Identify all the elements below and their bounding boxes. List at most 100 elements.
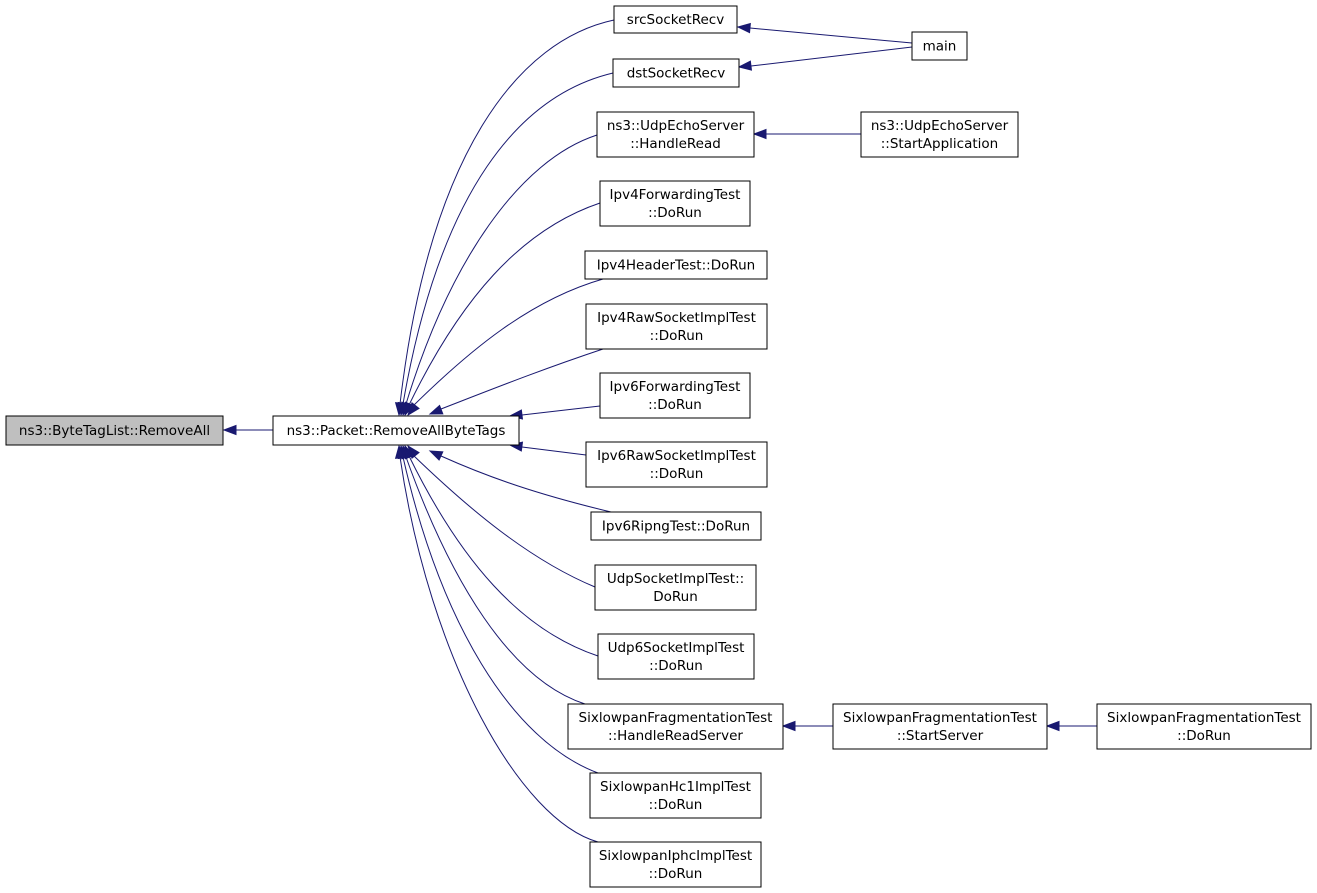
edge-n15-to-n1 (401, 444, 586, 705)
node-label: ns3::Packet::RemoveAllByteTags (287, 423, 506, 439)
node-box (599, 372, 751, 419)
caller-node[interactable]: SixlowpanFragmentationTest::StartServer (832, 703, 1048, 750)
edge-n11-to-n1 (508, 441, 587, 456)
node-label: Ipv4HeaderTest::DoRun (597, 258, 756, 274)
edge-line (521, 405, 601, 416)
edge-line (402, 72, 614, 405)
edge-line (521, 446, 587, 456)
edge-n2-to-n1 (394, 19, 615, 417)
caller-node[interactable]: SixlowpanFragmentationTest::DoRun (1096, 703, 1312, 750)
arrowhead-icon (737, 60, 753, 71)
edge-line (408, 202, 601, 406)
node-box (599, 180, 751, 227)
edge-n17-to-n16 (1045, 720, 1097, 732)
node-label: ::StartApplication (881, 136, 999, 152)
node-label: Udp6SocketImplTest (608, 640, 745, 656)
edge-line (399, 19, 615, 405)
arrowhead-icon (428, 450, 444, 461)
arrowhead-icon (407, 401, 420, 417)
caller-node[interactable]: ns3::UdpEchoServer::StartApplication (860, 111, 1019, 158)
node-label: ns3::UdpEchoServer (607, 118, 745, 134)
node-label: Ipv4RawSocketImplTest (597, 310, 756, 326)
caller-node[interactable]: dstSocketRecv (612, 58, 740, 88)
caller-node[interactable]: Udp6SocketImplTest::DoRun (597, 633, 755, 680)
edge-n1-to-n0 (222, 424, 273, 436)
edge-n19-to-n1 (394, 444, 599, 843)
edge-line (440, 348, 604, 410)
node-label: ::DoRun (648, 397, 702, 413)
arrowhead-icon (752, 128, 767, 140)
caller-node[interactable]: SixlowpanHc1ImplTest::DoRun (589, 772, 762, 819)
arrowhead-icon (781, 720, 796, 732)
arrowhead-icon (222, 424, 237, 436)
node-box (585, 303, 768, 350)
node-label: Ipv6RawSocketImplTest (597, 448, 756, 464)
node-label: Ipv6ForwardingTest (610, 379, 741, 395)
node-label: ::HandleRead (630, 136, 721, 152)
node-box (594, 564, 757, 611)
arrowhead-icon (736, 22, 751, 34)
caller-node[interactable]: SixlowpanFragmentationTest::HandleReadSe… (567, 703, 784, 750)
node-box (584, 250, 768, 280)
node-box (567, 703, 784, 750)
caller-node[interactable]: Ipv4HeaderTest::DoRun (584, 250, 768, 280)
caller-node[interactable]: Ipv6RawSocketImplTest::DoRun (585, 441, 768, 488)
node-label: SixlowpanFragmentationTest (843, 710, 1037, 726)
node-label: srcSocketRecv (627, 12, 724, 28)
node-box (589, 772, 762, 819)
edge-n9-to-n1 (428, 348, 604, 415)
edge-n16-to-n15 (781, 720, 833, 732)
node-label: ::HandleReadServer (608, 728, 743, 744)
node-box (589, 841, 762, 888)
edge-line (405, 456, 586, 705)
caller-node[interactable]: main (911, 31, 968, 61)
node-label: ::StartServer (897, 728, 984, 744)
edge-n10-to-n1 (508, 405, 601, 420)
node-label: SixlowpanFragmentationTest (579, 710, 773, 726)
caller-node[interactable]: SixlowpanIphcImplTest::DoRun (589, 841, 762, 888)
caller-node[interactable]: ns3::UdpEchoServer::HandleRead (596, 111, 755, 158)
node-box (585, 441, 768, 488)
node-box (596, 111, 755, 158)
caller-node[interactable]: Ipv6ForwardingTest::DoRun (599, 372, 751, 419)
node-label: Ipv4ForwardingTest (610, 187, 741, 203)
edge-n4-to-n2 (736, 22, 913, 44)
node-box (590, 511, 762, 541)
current-function-node: ns3::ByteTagList::RemoveAll (5, 415, 224, 446)
node-label: ns3::ByteTagList::RemoveAll (19, 423, 210, 439)
edge-n4-to-n3 (737, 46, 913, 71)
edge-line (749, 27, 913, 44)
caller-node[interactable]: UdpSocketImplTest::DoRun (594, 564, 757, 611)
node-box (832, 703, 1048, 750)
node-box (5, 415, 224, 446)
edge-n14-to-n1 (404, 444, 599, 657)
edge-line (750, 46, 913, 67)
node-box (613, 5, 738, 34)
node-label: ns3::UdpEchoServer (871, 118, 1009, 134)
node-box (612, 58, 740, 88)
node-box (860, 111, 1019, 158)
node-label: DoRun (653, 589, 698, 605)
caller-node[interactable]: srcSocketRecv (613, 5, 738, 34)
caller-node[interactable]: ns3::Packet::RemoveAllByteTags (272, 415, 520, 446)
node-label: ::DoRun (649, 866, 703, 882)
edge-line (412, 454, 596, 588)
node-label: UdpSocketImplTest:: (607, 571, 744, 587)
caller-node[interactable]: Ipv4ForwardingTest::DoRun (599, 180, 751, 227)
node-layer: ns3::ByteTagList::RemoveAll ns3::Packet::… (5, 5, 1312, 888)
edge-line (412, 278, 604, 407)
node-label: dstSocketRecv (627, 66, 726, 82)
arrowhead-icon (428, 404, 444, 415)
node-label: ::DoRun (650, 328, 704, 344)
edge-line (402, 456, 599, 774)
caller-node[interactable]: Ipv4RawSocketImplTest::DoRun (585, 303, 768, 350)
edge-line (440, 455, 612, 513)
node-label: ::DoRun (648, 205, 702, 221)
caller-node[interactable]: Ipv6RipngTest::DoRun (590, 511, 762, 541)
node-box (272, 415, 520, 446)
node-box (1096, 703, 1312, 750)
node-label: SixlowpanHc1ImplTest (600, 779, 751, 795)
node-label: ::DoRun (650, 466, 704, 482)
edge-n13-to-n1 (407, 444, 596, 588)
